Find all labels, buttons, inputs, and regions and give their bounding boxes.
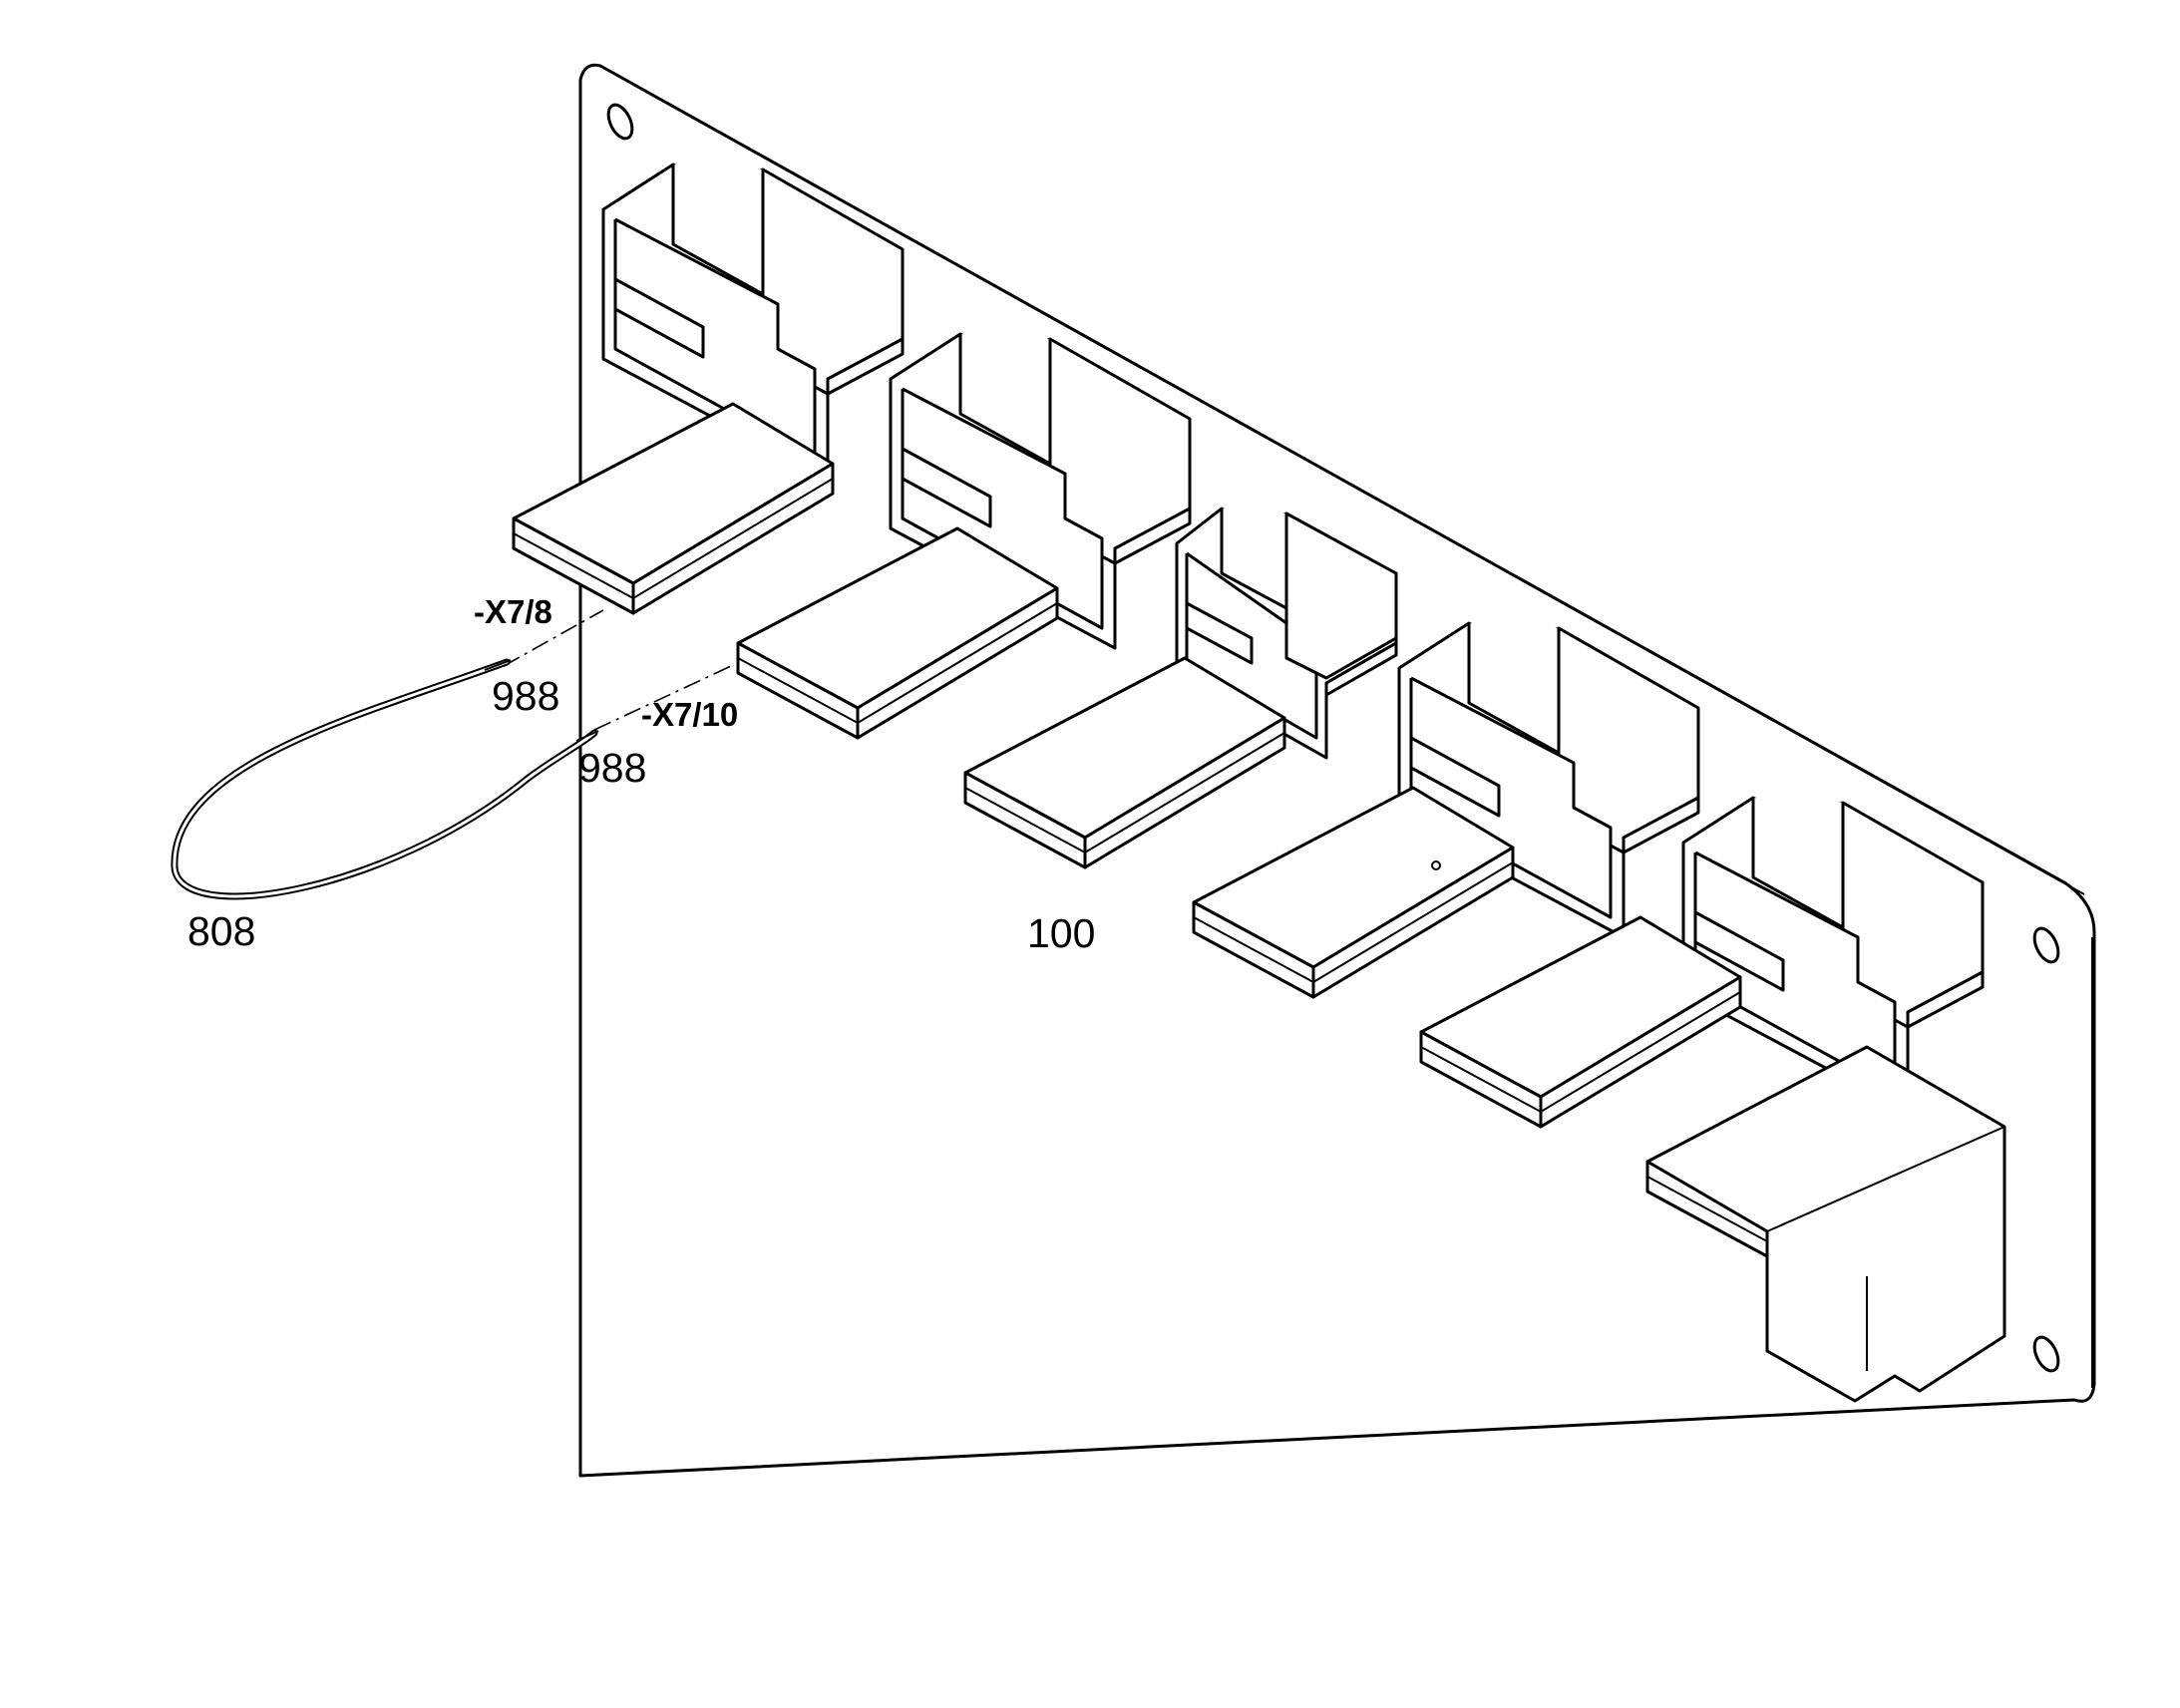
label-wire-end-988-bottom: 988: [578, 745, 646, 791]
label-jumper-wire-808: 808: [187, 908, 255, 954]
label-pin-x7-10: -X7/10: [641, 696, 738, 733]
leader-line-x7-8: [503, 609, 604, 667]
leader-line-x7-10: [593, 665, 732, 731]
label-pin-x7-8: -X7/8: [474, 593, 552, 630]
mounting-hole-top-right: [2032, 926, 2060, 964]
label-assembly-100: 100: [1027, 910, 1095, 956]
mounting-hole-top-left: [606, 103, 634, 141]
jumper-wire: [171, 658, 599, 900]
mounting-hole-bottom-right: [2032, 1335, 2060, 1373]
marker-dot: [1431, 860, 1441, 870]
label-wire-end-988-top: 988: [492, 673, 559, 719]
terminal-block-6: [1645, 1045, 2006, 1403]
